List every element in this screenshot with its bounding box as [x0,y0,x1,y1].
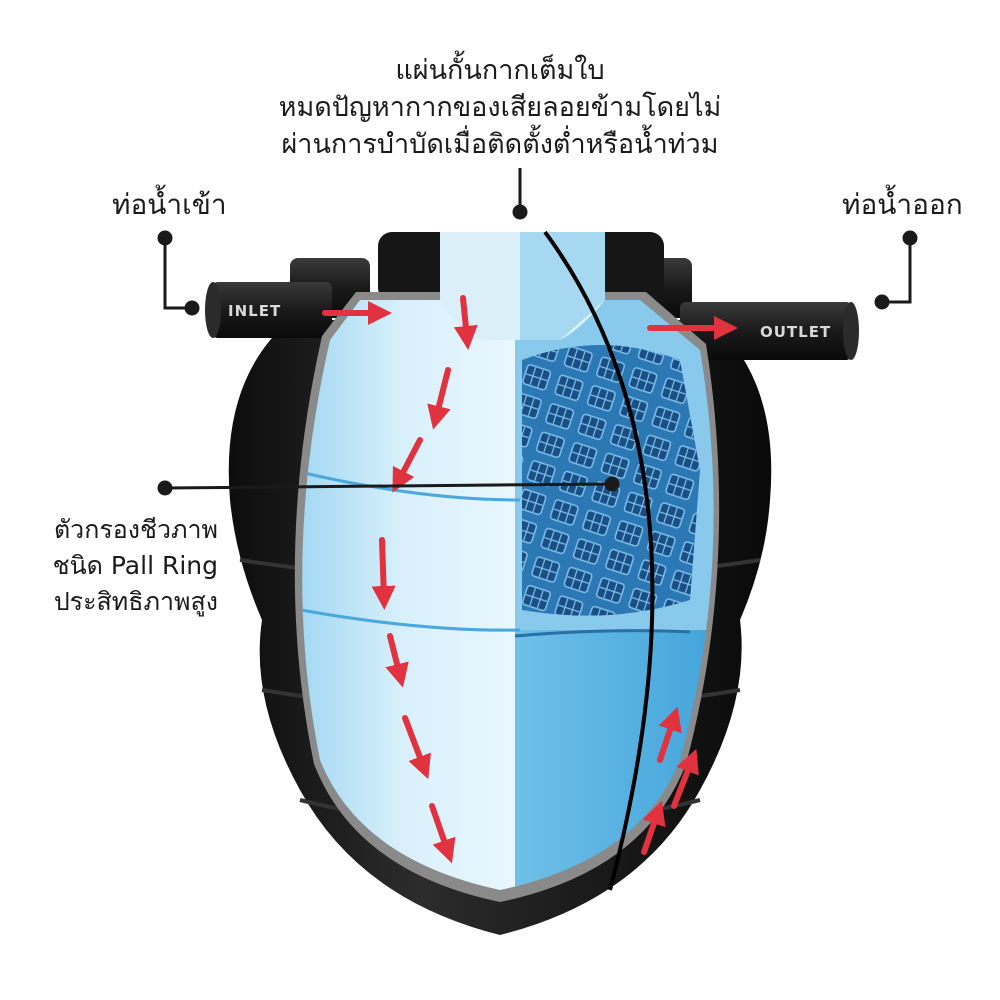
flow-arrow-icon [371,537,396,610]
filter-description-line: ตัวกรองชีวภาพ [53,515,218,544]
flow-arrow-icon [402,715,431,780]
filter-description-line: ประสิทธิภาพสูง [53,587,218,616]
flow-arrow-icon [641,800,666,855]
callout-dot-icon [157,230,173,246]
baffle-description-line: หมดปัญหากากของเสียลอยข้ามโดยไม่ [278,92,722,123]
baffle-description-line: แผ่นกั้นกากเต็มใบ [395,55,605,86]
baffle-description: แผ่นกั้นกากเต็มใบ หมดปัญหากากของเสียลอยข… [250,52,750,163]
flow-arrow-icon [392,437,423,493]
callouts [157,168,918,496]
callout-dot-icon [902,230,918,246]
callout-dot-icon [512,204,528,220]
outlet-label: ท่อน้ำออก [842,188,963,221]
baffle-wall [543,230,655,891]
callout-dot-icon [874,294,890,310]
inlet-pipe: INLET [205,282,332,338]
inlet-label: ท่อน้ำเข้า [112,188,227,221]
flow-arrow-icon [385,633,409,688]
flow-arrow-icon [427,367,451,430]
outlet-pipe-label: OUTLET [760,323,831,341]
flow-arrow-icon [657,706,682,763]
flow-arrow-icon [453,295,478,350]
inlet-pipe-label: INLET [228,302,281,320]
filter-description: ตัวกรองชีวภาพ ชนิด Pall Ring ประสิทธิภาพ… [18,512,218,620]
callout-dot-icon [184,300,200,316]
callout-dot-icon [604,476,620,492]
filter-description-line: ชนิด Pall Ring [52,551,218,580]
baffle-description-line: ผ่านการบำบัดเมื่อติดตั้งต่ำหรือน้ำท่วม [281,129,719,160]
flow-arrow-icon [429,803,456,864]
flow-arrow-icon [671,748,699,809]
callout-dot-icon [157,480,173,496]
flow-arrows [322,295,738,864]
